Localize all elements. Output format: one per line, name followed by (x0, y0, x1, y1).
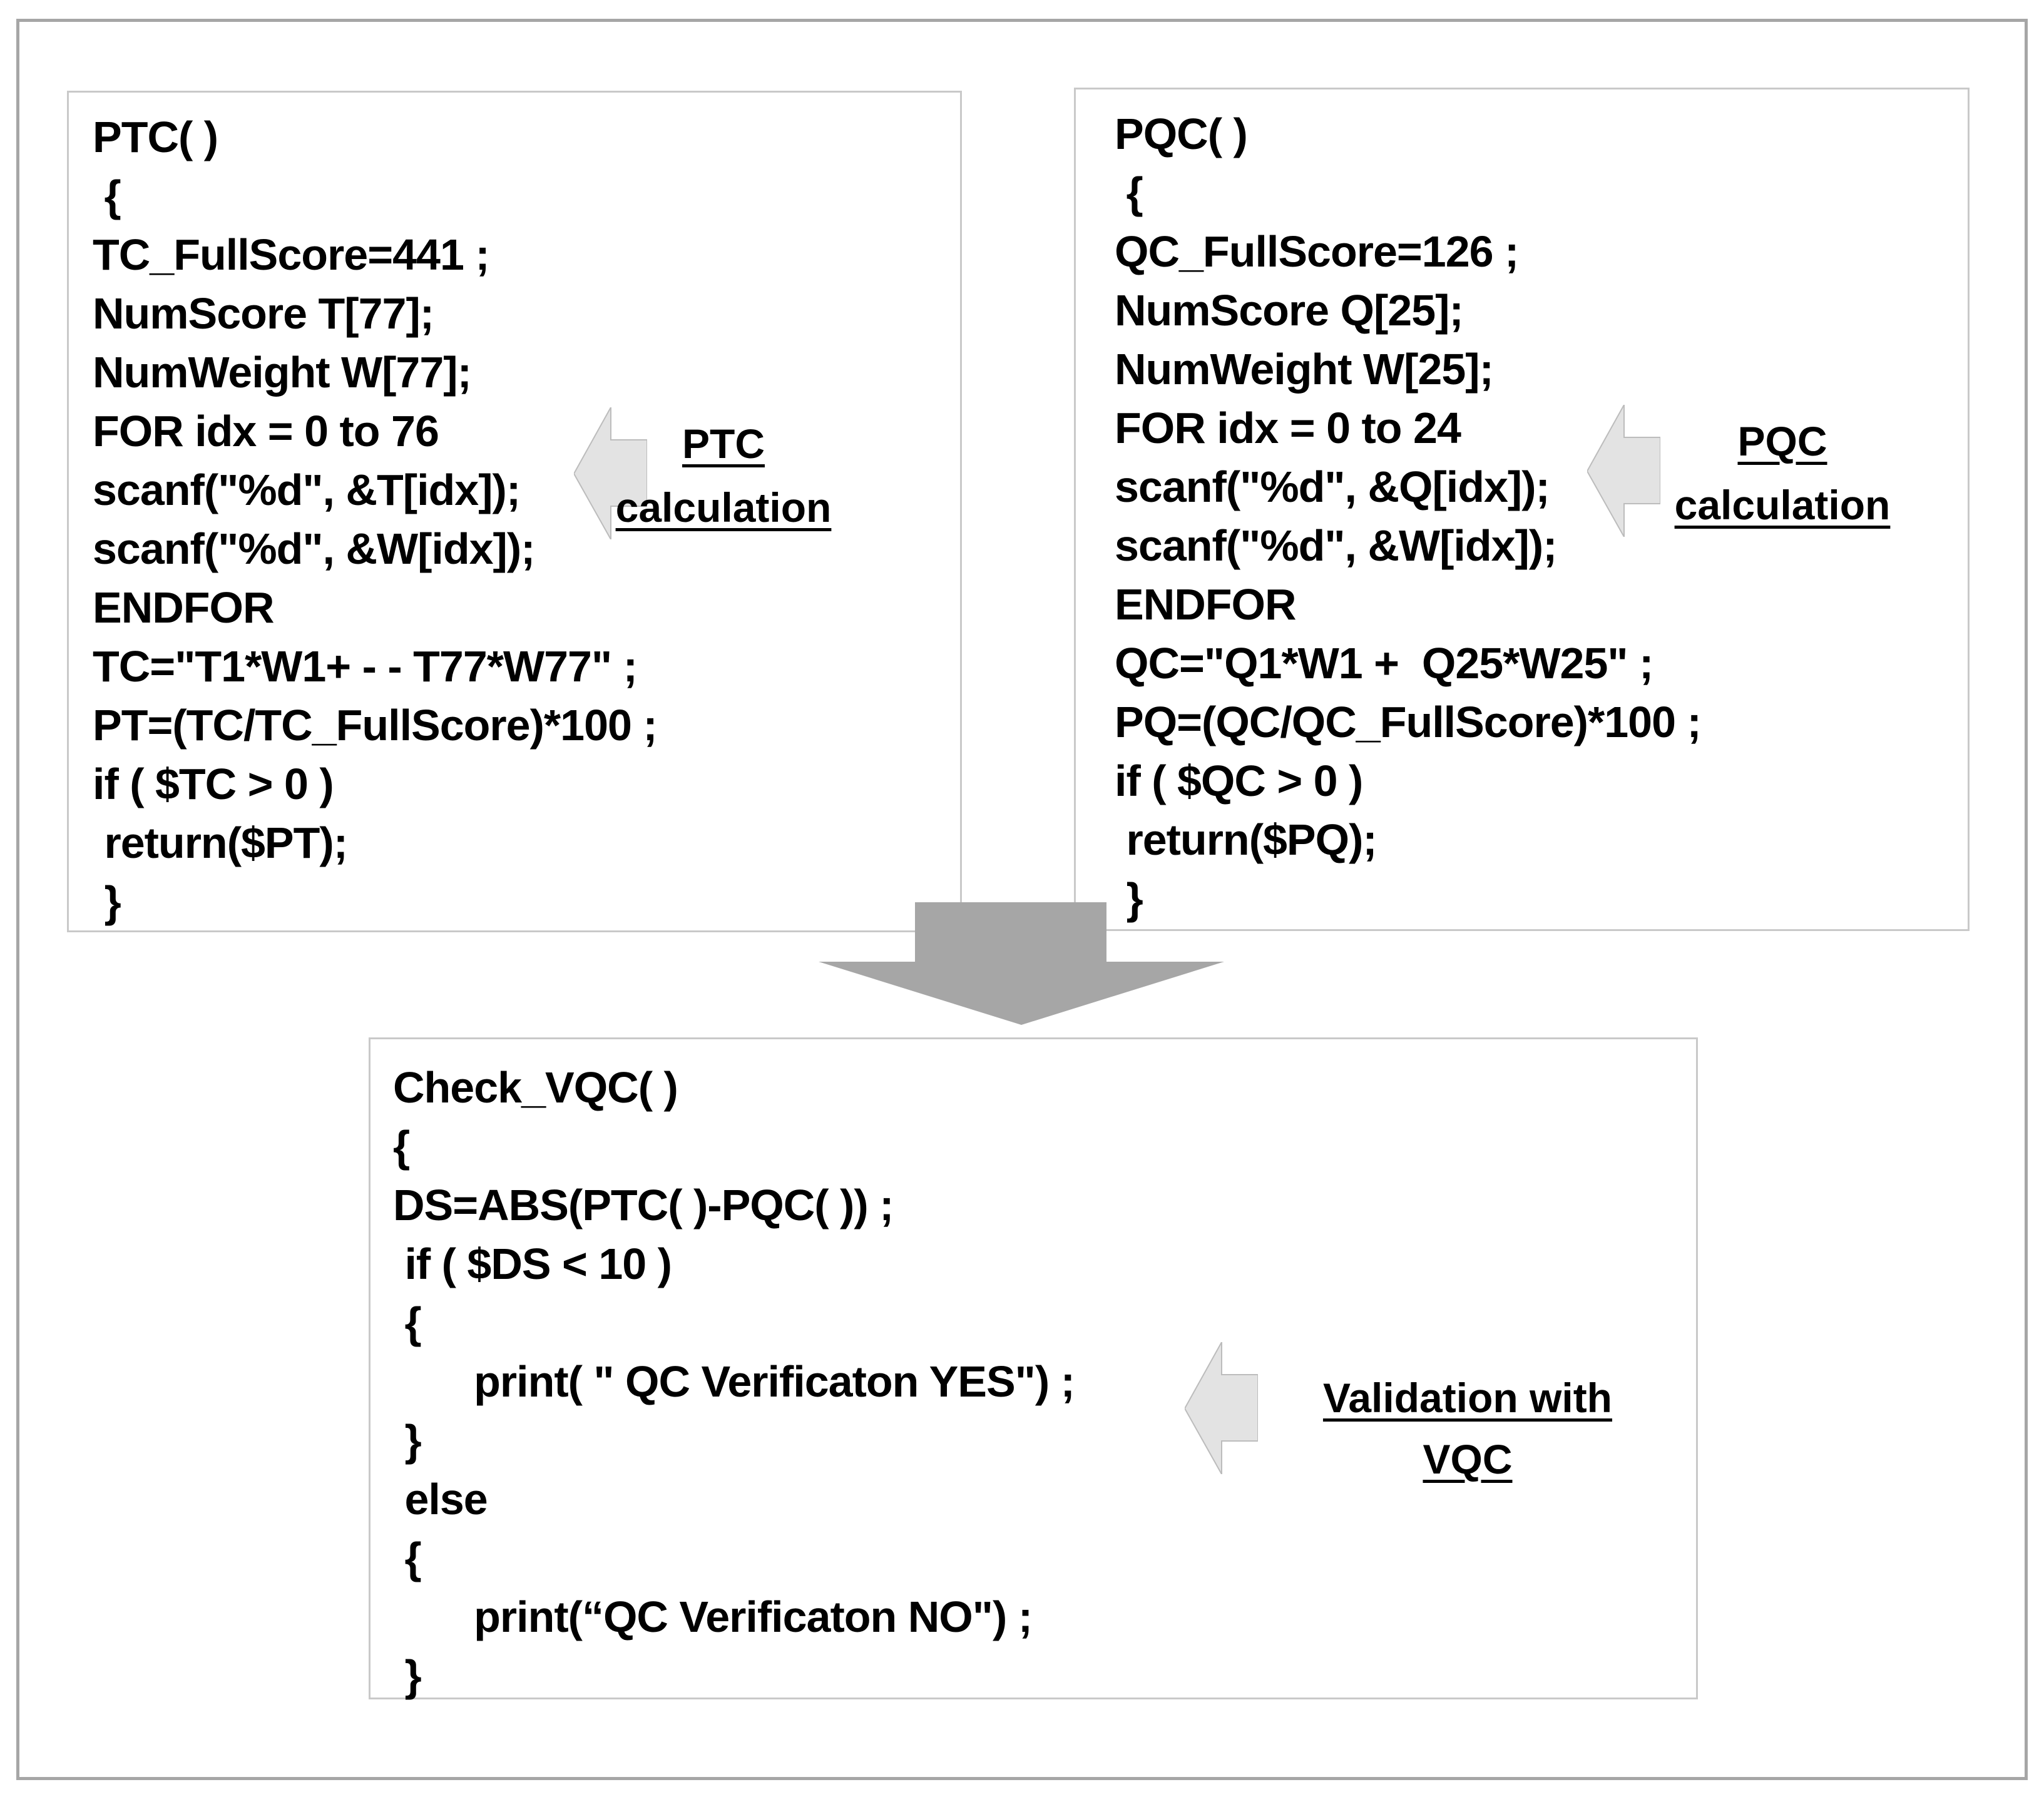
code-line: } (1115, 874, 1143, 923)
code-line: Check_VQC( ) (393, 1063, 678, 1112)
flow-down-arrow-icon (819, 902, 1224, 1025)
vqc-validation-arrow-icon (1185, 1342, 1258, 1474)
code-line: } (393, 1416, 421, 1465)
vqc-validation-label: Validation with VQC (1261, 1367, 1674, 1490)
code-line: PQC( ) (1115, 109, 1248, 158)
code-line: scanf("%d", &T[idx]); (93, 466, 521, 514)
code-line: } (93, 877, 121, 926)
code-line: { (1115, 168, 1143, 217)
code-line: NumWeight W[25]; (1115, 345, 1494, 394)
code-line: if ( $TC > 0 ) (93, 760, 334, 808)
vqc-code-box: Check_VQC( ) { DS=ABS(PTC( )-PQC( )) ; i… (369, 1037, 1698, 1700)
code-line: PT=(TC/TC_FullScore)*100 ; (93, 701, 658, 750)
code-line: return($PT); (93, 818, 348, 867)
code-line: scanf("%d", &Q[idx]); (1115, 462, 1550, 511)
code-line: { (93, 171, 121, 220)
code-line: print(“QC Verificaton NO") ; (393, 1592, 1033, 1641)
code-line: ENDFOR (1115, 580, 1297, 629)
code-line: QC_FullScore=126 ; (1115, 227, 1519, 276)
code-line: return($PQ); (1115, 815, 1377, 864)
ptc-calculation-label: PTC calculation (567, 412, 880, 539)
code-line: NumScore Q[25]; (1115, 286, 1464, 335)
code-line: scanf("%d", &W[idx]); (1115, 521, 1557, 570)
code-line: ENDFOR (93, 583, 275, 632)
pqc-calculation-label: PQC calculation (1626, 409, 1939, 537)
code-line: { (393, 1122, 410, 1171)
code-line: } (393, 1651, 421, 1700)
code-line: PQ=(QC/QC_FullScore)*100 ; (1115, 698, 1702, 746)
pqc-code-box: PQC( ) { QC_FullScore=126 ; NumScore Q[2… (1074, 88, 1970, 931)
pqc-calculation-label-line2: calculation (1674, 482, 1891, 528)
code-line: QC="Q1*W1 + Q25*W25" ; (1115, 639, 1653, 688)
code-line: DS=ABS(PTC( )-PQC( )) ; (393, 1181, 894, 1229)
ptc-calculation-arrow-icon (574, 407, 647, 539)
code-line: print( " QC Verificaton YES") ; (393, 1357, 1075, 1406)
pqc-calculation-label-line1: PQC (1737, 418, 1827, 464)
code-line: else (393, 1475, 488, 1524)
code-line: TC_FullScore=441 ; (93, 230, 490, 279)
pqc-calculation-arrow-icon (1587, 405, 1660, 537)
vqc-validation-label-line1: Validation with (1322, 1375, 1613, 1421)
code-line: { (393, 1298, 421, 1347)
code-line: FOR idx = 0 to 24 (1115, 404, 1461, 452)
ptc-calculation-label-line1: PTC (682, 420, 765, 467)
ptc-calculation-label-line2: calculation (615, 484, 832, 531)
vqc-validation-label-line2: VQC (1423, 1436, 1513, 1482)
code-line: FOR idx = 0 to 76 (93, 407, 439, 456)
ptc-code-box: PTC( ) { TC_FullScore=441 ; NumScore T[7… (67, 91, 962, 932)
code-line: { (393, 1534, 421, 1582)
code-line: NumScore T[77]; (93, 289, 434, 338)
code-line: PTC( ) (93, 113, 218, 161)
code-line: NumWeight W[77]; (93, 348, 472, 397)
code-line: if ( $DS < 10 ) (393, 1240, 672, 1288)
code-line: scanf("%d", &W[idx]); (93, 524, 535, 573)
code-line: if ( $QC > 0 ) (1115, 756, 1363, 805)
code-line: TC="T1*W1+ - - T77*W77" ; (93, 642, 638, 691)
